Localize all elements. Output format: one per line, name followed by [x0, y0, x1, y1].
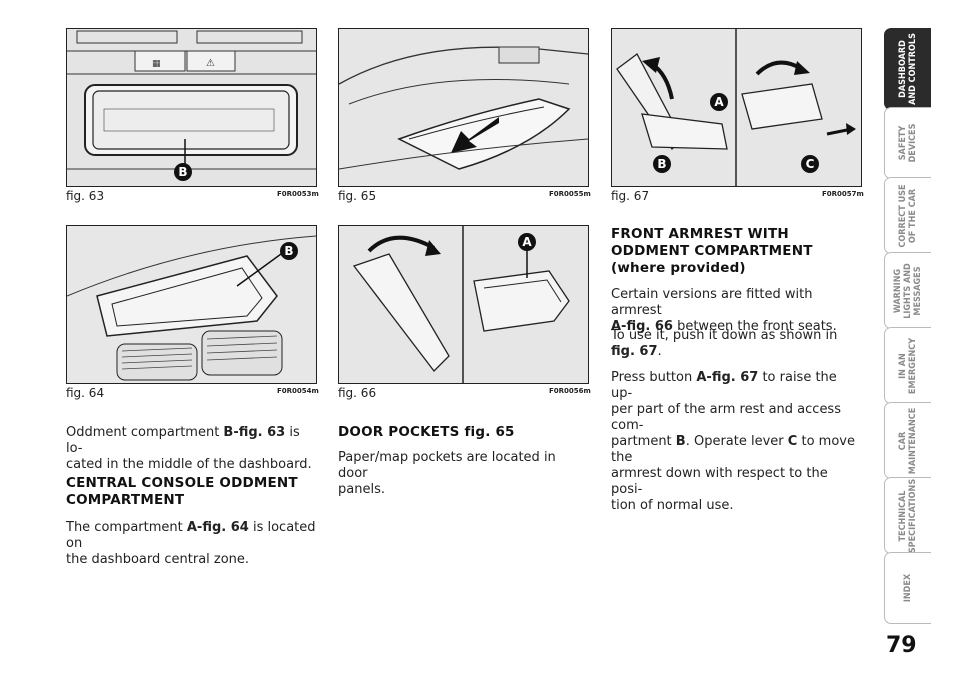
col3-paragraph-3: Press button A-fig. 67 to raise the up- … [611, 370, 855, 513]
col1-paragraph-2: The compartment A-fig. 64 is located on … [66, 520, 316, 567]
figure-64-image [66, 225, 317, 384]
figure-65-code: F0R0055m [549, 190, 591, 198]
figure-66-image [338, 225, 589, 384]
page-number: 79 [886, 633, 917, 658]
tab-label: INDEX [903, 573, 913, 603]
figure-63-code: F0R0053m [277, 190, 319, 198]
col3-paragraph-2: To use it, push it down as shown in fig.… [611, 328, 838, 359]
figure-64-caption: fig. 64 [66, 386, 105, 400]
figure-67-caption: fig. 67 [611, 189, 650, 203]
central-console-heading: CENTRAL CONSOLE ODDMENT COMPARTMENT [66, 475, 298, 508]
label-b-fig64: B [280, 242, 298, 260]
col1-paragraph-1: Oddment compartment B-fig. 63 is lo- cat… [66, 425, 312, 472]
figure-65-image [338, 28, 589, 187]
tab-index[interactable]: INDEX [884, 552, 931, 624]
svg-text:▦: ▦ [152, 59, 161, 69]
label-a-fig67: A [710, 93, 728, 111]
figure-64-code: F0R0054m [277, 387, 319, 395]
figure-63-caption: fig. 63 [66, 189, 105, 203]
figure-65-caption: fig. 65 [338, 189, 377, 203]
label-b-fig67: B [653, 155, 671, 173]
label-c-fig67: C [801, 155, 819, 173]
figure-66-caption: fig. 66 [338, 386, 377, 400]
figure-67-code: F0R0057m [822, 190, 864, 198]
figure-67-image [611, 28, 862, 187]
col3-paragraph-1: Certain versions are fitted with armrest… [611, 287, 837, 334]
front-armrest-heading: FRONT ARMREST WITH ODDMENT COMPARTMENT (… [611, 226, 813, 276]
figure-63-image: ▦ ⚠ [66, 28, 317, 187]
figure-66-code: F0R0056m [549, 387, 591, 395]
label-b-fig63: B [174, 163, 192, 181]
svg-text:⚠: ⚠ [206, 58, 215, 69]
door-pockets-heading: DOOR POCKETS fig. 65 [338, 424, 515, 440]
label-a-fig66: A [518, 233, 536, 251]
col2-paragraph: Paper/map pockets are located in door pa… [338, 450, 556, 497]
